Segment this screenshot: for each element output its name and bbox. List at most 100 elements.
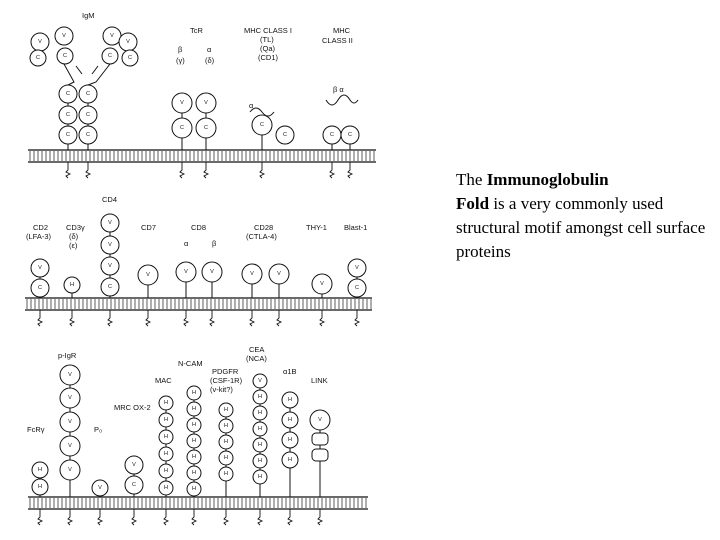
ncam-domain: H [186,449,202,465]
p-igr-domain: V [59,435,81,457]
ncam-domain: H [186,417,202,433]
domain-letter: V [108,242,112,248]
domain-letter: V [184,269,188,275]
label-vkit: (v-kit?) [210,385,233,394]
ncam-domain: H [186,385,202,401]
domain-letter: V [108,263,112,269]
panel2-labels: CD4 CD2 (LFA-3) CD3γ (δ) (ε) CD7 CD8 α β… [26,195,367,250]
p-igr-domain: V [59,387,81,409]
caption-rest: is a very commonly used structural motif… [456,194,706,261]
domain-letter: H [258,426,262,432]
label-tl: (TL) [260,35,274,44]
cytoplasmic-tail [276,310,283,327]
domain-letter: C [86,112,90,118]
domain-letter: V [98,485,102,491]
domain-circle [121,49,139,67]
domain-letter: C [38,285,42,291]
domain-letter: H [192,390,196,396]
igm-hinge [63,63,111,86]
cytoplasmic-tail [329,162,336,179]
domain-letter: V [68,395,72,401]
domain-letter: H [192,422,196,428]
cea-domain: H [252,405,268,421]
label-a1b: α1B [283,367,297,376]
cytoplasmic-tail [65,162,72,179]
domain-letter: H [258,394,262,400]
caption-bold-term-2: Fold [456,194,490,213]
cea-domain: H [252,389,268,405]
cytoplasmic-tail [163,509,170,526]
domain-letter: H [164,434,168,440]
label-cd1: (CD1) [258,53,279,62]
tcr-beta-domain: C [171,117,193,139]
label-mhc2-beta-alpha: β α [333,85,344,94]
mhc1-b2m: C [275,125,295,145]
cd7-domain: V [137,264,159,286]
domain-letter: H [70,282,74,288]
domain-letter: C [128,55,132,61]
domain-letter: C [330,132,334,138]
domain-letter: V [68,419,72,425]
domain-letter: C [66,91,70,97]
label-cd28: CD28 [254,223,273,232]
label-mhc1-alpha: α [249,101,254,110]
igm-stem-domain: C [78,84,98,104]
caption-prefix: The [456,170,483,189]
cd8-alpha-domain: V [175,261,197,283]
domain-letter: H [38,484,42,490]
ncam-domain: H [186,465,202,481]
cea-domain: H [252,421,268,437]
domain-letter: C [86,132,90,138]
mrc-ox2-domain: C [124,475,144,495]
igm-vh-left: V [54,26,74,46]
label-cd4: CD4 [102,195,117,204]
domain-letter: C [348,132,352,138]
label-csf1r: (CSF-1R) [210,376,243,385]
label-blast1: Blast-1 [344,223,367,232]
label-class2: CLASS II [322,36,353,45]
ncam-domain: H [186,433,202,449]
cea-domain: H [252,453,268,469]
fcry-domain: H [31,461,49,479]
domain-circle [54,26,74,46]
domain-letter: V [38,265,42,271]
label-cd7: CD7 [141,223,156,232]
cytoplasmic-tail [257,509,264,526]
thy1-domain: V [311,273,333,295]
label-tcr-alpha: α [207,45,212,54]
label-lfa3: (LFA-3) [26,232,52,241]
cd3-domain: H [63,276,81,294]
domain-letter: V [108,220,112,226]
label-ctla4: (CTLA-4) [246,232,277,241]
domain-letter: H [224,407,228,413]
mhc2-groove [325,94,359,106]
membrane-panel1 [28,149,376,163]
domain-letter: H [258,474,262,480]
domain-letter: H [164,417,168,423]
domain-letter: V [62,33,66,39]
domain-letter: C [180,125,184,131]
domain-letter: C [63,53,67,59]
label-cd8: CD8 [191,223,206,232]
cytoplasmic-tail [85,162,92,179]
domain-letter: V [68,372,72,378]
tcr-beta-domain: V [171,92,193,114]
cytoplasmic-tail [354,310,361,327]
ncam-domain: H [186,401,202,417]
mhc2-alpha-domain: C [340,125,360,145]
domain-letter: C [86,91,90,97]
cytoplasmic-tail [37,509,44,526]
mac-domain: H [158,463,174,479]
cd4-domain: V [100,213,120,233]
domain-letter: C [36,55,40,61]
label-cea: CEA [249,345,264,354]
domain-letter: H [224,439,228,445]
label-cd8-beta: β [212,239,217,248]
cytoplasmic-tail [203,162,210,179]
pdgfr-domain: H [218,402,234,418]
blast1-domain: C [347,278,367,298]
domain-letter: V [180,100,184,106]
p-igr-domain: V [59,364,81,386]
label-cd3-delta: (δ) [69,232,79,241]
